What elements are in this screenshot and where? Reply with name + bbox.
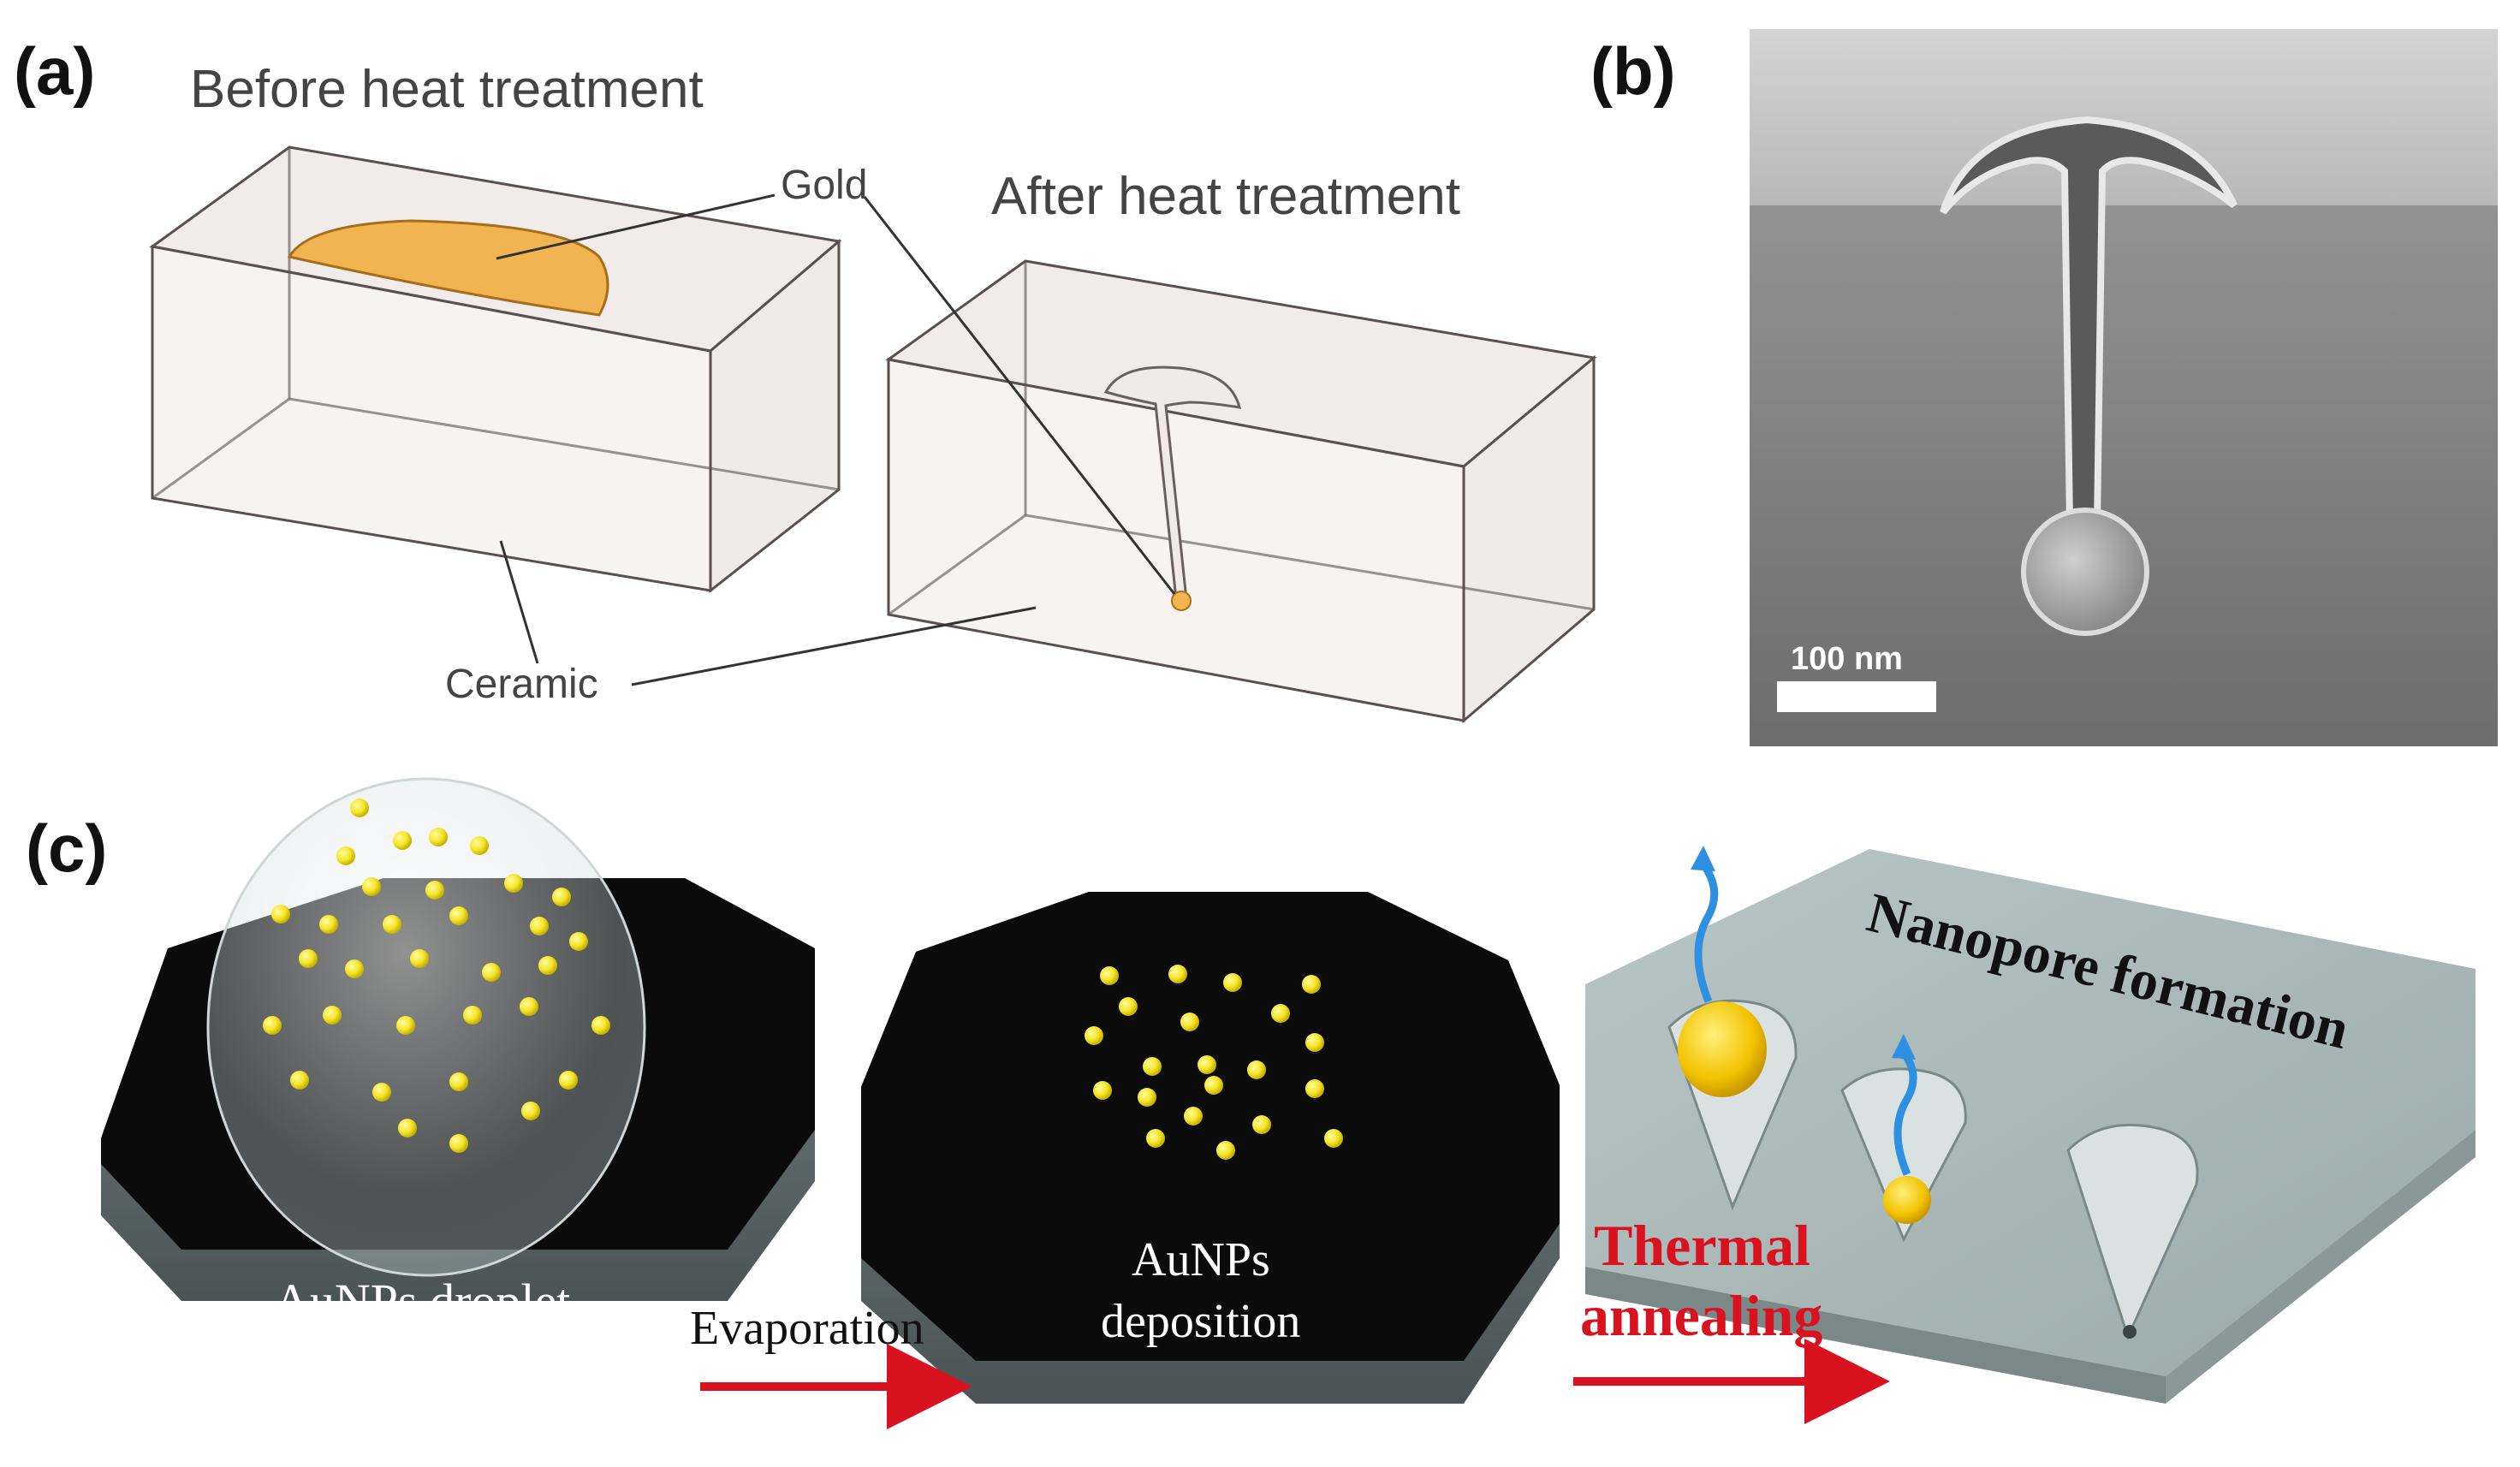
panel-b: (b) 100 nm [1590,29,2498,746]
nanoparticle-dot [1168,965,1187,983]
thermal-line1: Thermal [1594,1213,1810,1278]
nanoparticle-dot [362,877,381,896]
nanoparticle-dot [520,997,538,1016]
panel-c-label: (c) [26,811,107,886]
sem-pore-particle [2021,508,2149,636]
nanoparticle-dot [1146,1129,1165,1148]
leader-lines [496,193,1176,686]
droplet-dome [206,777,646,1277]
nanoparticle-dot [1271,1004,1290,1023]
nanoparticle-dot [1324,1129,1343,1148]
nanoparticle-dot [521,1102,540,1120]
nanoparticle-dot [1085,1026,1103,1045]
nanoparticle-dot [383,915,401,934]
steam-head-2 [1892,1034,1916,1060]
nanoparticle-dot [1223,973,1242,992]
nanoparticle-dot [410,949,429,968]
steam-arrow-1 [1694,862,1719,1003]
gold-droplet [287,219,609,317]
nanoparticle-dot [1305,1079,1324,1098]
nanoparticle-dot [1100,966,1119,985]
panel-a: (a) Before heat treatment After heat tre… [14,33,1597,724]
nanoparticle-dot [463,1006,482,1025]
pit-3 [2066,1123,2199,1341]
steam-head-1 [1691,846,1715,871]
nanoparticle-dot [482,963,501,982]
nanoparticle-dot [336,846,355,865]
evaporation-label: Evaporation [690,1302,924,1355]
nanoparticle-dot [559,1071,578,1090]
panel-a-label: (a) [14,33,95,109]
deposition-line1: AuNPs [1132,1233,1270,1286]
nanoparticle-dot [299,949,318,968]
nanoparticle-dot [538,956,557,975]
nanoparticle-dot [552,888,571,906]
deposition-line2: deposition [1101,1295,1300,1348]
steam-arrow-2 [1893,1050,1917,1176]
nanoparticle-dot [1184,1107,1203,1125]
droplet-nanoparticles [263,799,610,1153]
ceramic-block-before [149,146,842,594]
nanoparticle-dot [263,1016,282,1035]
thermal-line2: annealing [1580,1283,1822,1348]
gold-particle-small [1883,1176,1931,1224]
nanoparticle-dot [449,1072,468,1091]
nanoparticle-dot [425,881,444,900]
deposited-nanoparticles [1085,965,1343,1160]
nanoparticle-dot [1198,1055,1216,1074]
nanoparticle-dot [591,1016,610,1035]
gold-nanoparticle [1171,591,1192,611]
ceramic-label: Ceramic [445,662,598,707]
after-heat-title: After heat treatment [991,167,1460,226]
gold-label: Gold [781,163,867,208]
droplet-label: AuNPs droplet [274,1274,570,1329]
nanoparticle-dot [569,932,588,951]
nanoparticle-dot [372,1083,391,1102]
nanoparticle-dot [1305,1033,1324,1052]
before-heat-title: Before heat treatment [190,60,704,119]
sem-surface [1750,29,2498,205]
nanoparticle-dot [319,915,338,934]
nanoparticle-dot [1204,1076,1223,1095]
slab-droplet [101,777,815,1301]
panel-c: (c) AuNPs droplet AuNPs deposition Evapo… [26,777,2475,1429]
nanoparticle-dot [350,799,369,817]
nanoparticle-dot [290,1071,309,1090]
nanoparticle-dot [504,874,523,893]
slab-deposition [861,892,1560,1404]
nanoparticle-dot [323,1006,342,1025]
nanoparticle-dot [398,1119,417,1137]
nanoparticle-dot [1138,1088,1156,1107]
nanoparticle-dot [1093,1081,1112,1100]
nanoparticle-dot [1119,997,1138,1016]
sem-pore-cap [1940,116,2238,527]
nanoparticle-dot [449,906,468,925]
nanoparticle-dot [530,917,549,935]
nanoparticle-dot [1216,1141,1235,1160]
nanoparticle-dot [429,828,448,846]
nanoparticle-dot [470,836,489,855]
nanoparticle-dot [1252,1115,1271,1134]
nanoparticle-dot [1247,1060,1266,1079]
scale-bar-text: 100 nm [1791,641,1903,677]
nanoparticle-dot [1143,1057,1162,1076]
nanoparticle-dot [396,1016,415,1035]
scale-bar [1777,681,1936,712]
nanoparticle-dot [1302,975,1321,994]
funnel-pore [1103,365,1242,601]
nanoparticle-dot [345,959,364,978]
nanopore-substrate [1585,846,2475,1404]
nanoparticle-dot [271,905,290,924]
ceramic-block-after [885,259,1597,724]
gold-particle-large [1678,1001,1767,1097]
nanoparticle-dot [1180,1013,1199,1031]
nanoparticle-dot [393,831,412,850]
nanoparticle-dot [449,1134,468,1153]
pit-3-hole [2123,1325,2137,1339]
panel-b-label: (b) [1590,33,1676,109]
